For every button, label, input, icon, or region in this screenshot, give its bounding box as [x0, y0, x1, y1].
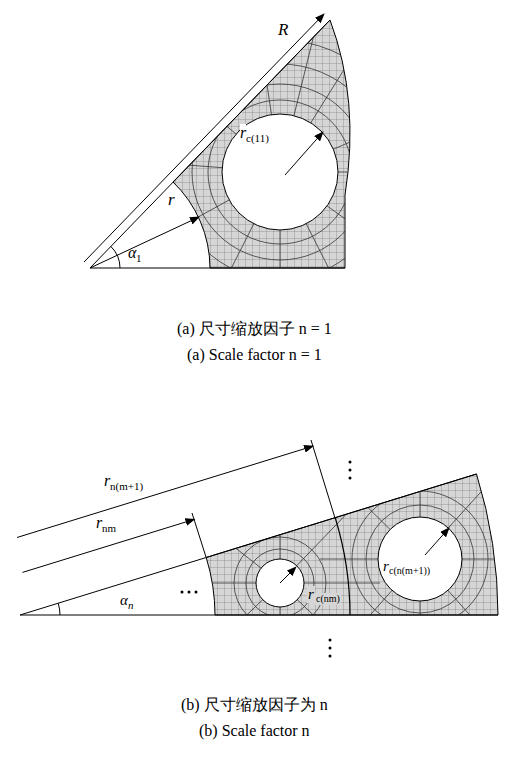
figure-caption: (b) Scale factor n — [199, 722, 310, 740]
dimension-label: r — [383, 558, 389, 575]
dimension-label: r — [96, 514, 102, 532]
subscript: c(nm) — [315, 593, 341, 605]
subscript: c(n(m+1)) — [389, 565, 430, 577]
subscript: n — [128, 599, 134, 612]
figure-caption: (a) 尺寸缩放因子 n = 1 — [177, 320, 332, 338]
figure-caption: (b) 尺寸缩放因子为 n — [181, 696, 328, 714]
subscript: c(11) — [246, 132, 269, 145]
dimension-label: r — [168, 190, 175, 210]
dimension-label: r — [104, 472, 110, 490]
subscript: 1 — [136, 252, 142, 265]
subscript: n(m+1) — [110, 480, 143, 493]
dimension-label: α — [120, 592, 128, 609]
subscript: nm — [102, 522, 116, 535]
dimension-label: r — [307, 586, 315, 603]
dimension-label: R — [278, 20, 288, 40]
figure-caption: (a) Scale factor n = 1 — [187, 346, 322, 364]
dimension-label: α — [128, 244, 136, 262]
